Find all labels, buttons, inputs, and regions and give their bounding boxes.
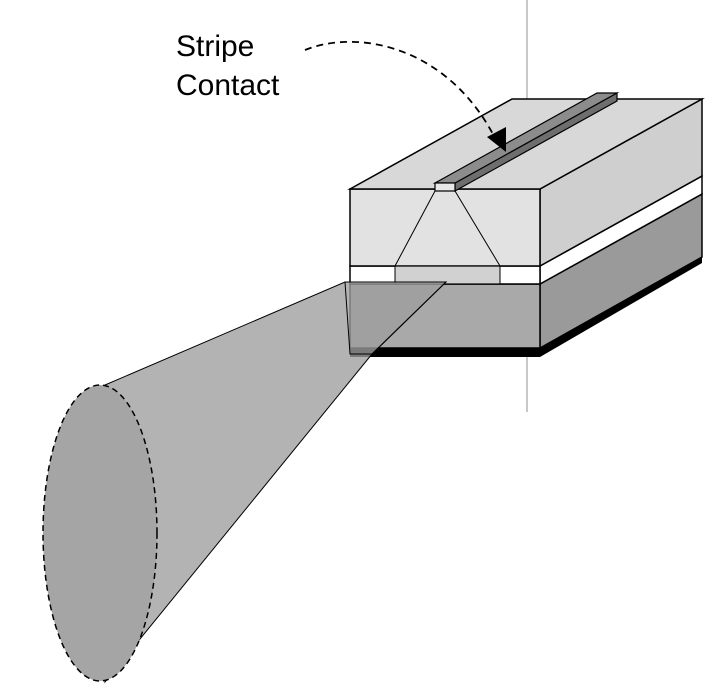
stripe-contact-callout: Stripe Contact (176, 30, 506, 152)
laser-chip (347, 91, 705, 357)
beam-aperture (344, 281, 448, 355)
emitting-region (394, 265, 501, 285)
callout-arrow-head-icon (487, 127, 506, 152)
label-line-stripe: Stripe (176, 30, 254, 63)
laser-beam (42, 281, 448, 684)
label-line-contact: Contact (176, 69, 280, 102)
current-spread-right (454, 190, 501, 267)
beam-far-field-ellipse (42, 384, 158, 682)
current-spread-left (394, 190, 436, 267)
callout-arrow-path (304, 40, 497, 141)
stripe-contact-front (434, 182, 456, 192)
upper-layer-front (349, 188, 541, 267)
